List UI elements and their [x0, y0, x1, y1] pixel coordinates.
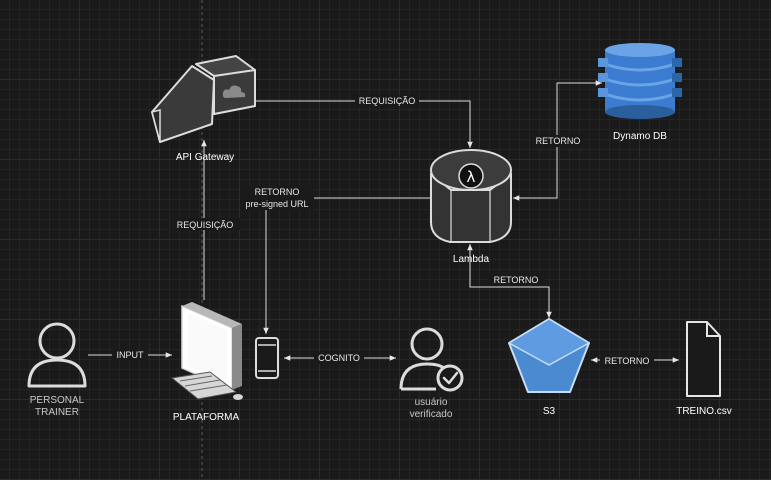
personal-trainer-icon[interactable] [27, 322, 87, 388]
verified-user-icon[interactable] [399, 327, 464, 392]
plataforma-label: PLATAFORMA [173, 412, 240, 423]
edge-label-retorno-url-1: RETORNO [255, 187, 300, 197]
personal-trainer-label-1: PERSONAL [30, 395, 85, 406]
edge-label-cognito: COGNITO [318, 353, 360, 363]
s3-label: S3 [543, 406, 556, 417]
dynamodb-label: Dynamo DB [613, 131, 667, 142]
edge-label-input: INPUT [117, 350, 145, 360]
api-gateway-icon[interactable] [151, 55, 256, 143]
edge-label-retorno-treino: RETORNO [605, 356, 650, 366]
api-gateway-label: API Gateway [176, 152, 234, 163]
s3-icon[interactable] [508, 318, 590, 393]
edge-label-req-platform-gateway: REQUISIÇÃO [177, 220, 234, 230]
edge-label-retorno-s3: RETORNO [494, 275, 539, 285]
dynamodb-icon[interactable] [598, 43, 682, 119]
personal-trainer-label-2: TRAINER [35, 407, 79, 418]
lambda-icon[interactable]: λ [430, 149, 512, 243]
edge-label-req-gateway-lambda: REQUISIÇÃO [359, 96, 416, 106]
usuario-label-1: usuário [415, 397, 448, 408]
lambda-symbol-icon: λ [467, 168, 476, 186]
treino-label: TREINO.csv [676, 406, 732, 417]
edge-s3-lambda[interactable] [467, 244, 552, 318]
edge-label-retorno-dynamo: RETORNO [536, 136, 581, 146]
edge-gateway-lambda[interactable] [256, 100, 473, 148]
edge-label-retorno-url-2: pre-signed URL [245, 199, 308, 209]
computer-icon[interactable] [170, 302, 243, 400]
file-icon[interactable] [686, 321, 721, 397]
mobile-phone-icon[interactable] [255, 337, 279, 379]
edge-lambda-phone[interactable] [263, 197, 430, 334]
lambda-label: Lambda [453, 254, 490, 265]
usuario-label-2: verificado [410, 409, 453, 420]
